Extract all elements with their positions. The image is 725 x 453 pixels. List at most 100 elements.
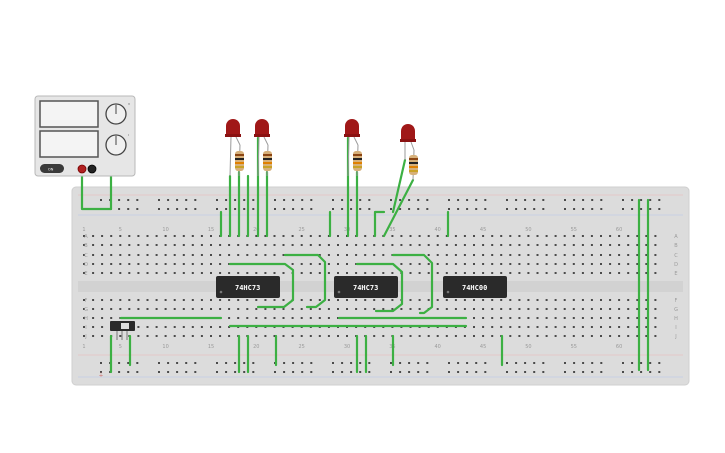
breadboard-hole[interactable] — [627, 299, 630, 301]
resistor[interactable] — [263, 144, 272, 177]
breadboard-hole[interactable] — [590, 317, 593, 319]
breadboard-hole[interactable] — [300, 335, 303, 337]
power-rail-hole[interactable] — [118, 208, 121, 210]
power-rail-hole[interactable] — [466, 208, 469, 210]
breadboard-hole[interactable] — [418, 272, 421, 274]
breadboard-hole[interactable] — [119, 254, 122, 256]
breadboard-hole[interactable] — [137, 326, 140, 328]
power-rail-hole[interactable] — [176, 362, 179, 364]
breadboard-hole[interactable] — [590, 235, 593, 237]
breadboard-hole[interactable] — [246, 308, 249, 310]
power-rail-hole[interactable] — [582, 208, 585, 210]
breadboard-hole[interactable] — [427, 272, 430, 274]
power-rail-hole[interactable] — [399, 362, 402, 364]
power-rail-hole[interactable] — [332, 371, 334, 373]
breadboard-hole[interactable] — [627, 326, 630, 328]
breadboard-hole[interactable] — [346, 308, 348, 310]
breadboard-hole[interactable] — [182, 254, 185, 256]
breadboard-hole[interactable] — [454, 235, 457, 237]
breadboard-hole[interactable] — [83, 335, 85, 337]
breadboard-hole[interactable] — [590, 244, 593, 246]
breadboard-hole[interactable] — [346, 299, 348, 301]
wire[interactable] — [373, 210, 386, 238]
power-rail-hole[interactable] — [649, 362, 652, 364]
breadboard-hole[interactable] — [191, 254, 194, 256]
breadboard-hole[interactable] — [654, 254, 657, 256]
breadboard-hole[interactable] — [137, 299, 140, 301]
breadboard-hole[interactable] — [645, 308, 648, 310]
breadboard-hole[interactable] — [436, 263, 439, 265]
power-rail-hole[interactable] — [475, 362, 478, 364]
power-rail-hole[interactable] — [216, 371, 218, 373]
breadboard-hole[interactable] — [219, 335, 222, 337]
power-rail-hole[interactable] — [573, 199, 576, 201]
breadboard-hole[interactable] — [101, 335, 104, 337]
power-rail-hole[interactable] — [127, 199, 130, 201]
breadboard-hole[interactable] — [210, 335, 212, 337]
breadboard-hole[interactable] — [327, 317, 330, 319]
breadboard-hole[interactable] — [536, 308, 539, 310]
breadboard-hole[interactable] — [182, 244, 185, 246]
breadboard-hole[interactable] — [83, 326, 85, 328]
power-rail-hole[interactable] — [506, 362, 508, 364]
power-rail-hole[interactable] — [475, 208, 478, 210]
power-rail-hole[interactable] — [225, 362, 228, 364]
breadboard-hole[interactable] — [473, 235, 475, 237]
breadboard-hole[interactable] — [563, 263, 566, 265]
power-rail-hole[interactable] — [301, 371, 304, 373]
breadboard-hole[interactable] — [572, 263, 575, 265]
breadboard-hole[interactable] — [600, 263, 602, 265]
breadboard-hole[interactable] — [391, 272, 394, 274]
power-rail-hole[interactable] — [332, 362, 334, 364]
power-rail-hole[interactable] — [448, 199, 450, 201]
breadboard-hole[interactable] — [454, 335, 457, 337]
breadboard-hole[interactable] — [554, 244, 557, 246]
breadboard-hole[interactable] — [119, 308, 122, 310]
breadboard-hole[interactable] — [572, 308, 575, 310]
breadboard-hole[interactable] — [191, 272, 194, 274]
power-rail-hole[interactable] — [600, 371, 603, 373]
power-rail-hole[interactable] — [408, 208, 411, 210]
breadboard-hole[interactable] — [636, 272, 639, 274]
breadboard-hole[interactable] — [527, 235, 530, 237]
power-rail-hole[interactable] — [417, 199, 420, 201]
breadboard-hole[interactable] — [509, 235, 512, 237]
breadboard-hole[interactable] — [83, 272, 85, 274]
breadboard-hole[interactable] — [128, 272, 131, 274]
breadboard-hole[interactable] — [318, 335, 321, 337]
breadboard-hole[interactable] — [255, 244, 258, 246]
power-rail-hole[interactable] — [457, 208, 460, 210]
breadboard-hole[interactable] — [409, 263, 412, 265]
power-rail-hole[interactable] — [658, 208, 661, 210]
power-rail-hole[interactable] — [591, 371, 594, 373]
breadboard-hole[interactable] — [454, 272, 457, 274]
breadboard-hole[interactable] — [228, 335, 231, 337]
power-rail-hole[interactable] — [100, 199, 102, 201]
breadboard-hole[interactable] — [636, 317, 639, 319]
breadboard-hole[interactable] — [191, 244, 194, 246]
breadboard-hole[interactable] — [92, 326, 95, 328]
power-rail-hole[interactable] — [283, 208, 286, 210]
breadboard-hole[interactable] — [482, 272, 485, 274]
breadboard-hole[interactable] — [173, 308, 176, 310]
breadboard-hole[interactable] — [264, 308, 267, 310]
breadboard-hole[interactable] — [346, 244, 348, 246]
breadboard-hole[interactable] — [282, 254, 285, 256]
breadboard-hole[interactable] — [273, 244, 276, 246]
current-knob[interactable] — [105, 134, 127, 156]
breadboard-hole[interactable] — [554, 299, 557, 301]
breadboard-hole[interactable] — [237, 308, 240, 310]
breadboard-hole[interactable] — [645, 235, 648, 237]
breadboard-hole[interactable] — [645, 326, 648, 328]
breadboard-hole[interactable] — [527, 263, 530, 265]
breadboard-hole[interactable] — [618, 308, 621, 310]
breadboard-hole[interactable] — [654, 244, 657, 246]
breadboard-hole[interactable] — [645, 299, 648, 301]
breadboard-hole[interactable] — [491, 244, 494, 246]
breadboard-hole[interactable] — [554, 335, 557, 337]
breadboard-hole[interactable] — [327, 299, 330, 301]
breadboard-hole[interactable] — [146, 335, 149, 337]
breadboard-hole[interactable] — [155, 263, 158, 265]
power-rail-hole[interactable] — [582, 371, 585, 373]
breadboard-hole[interactable] — [273, 308, 276, 310]
